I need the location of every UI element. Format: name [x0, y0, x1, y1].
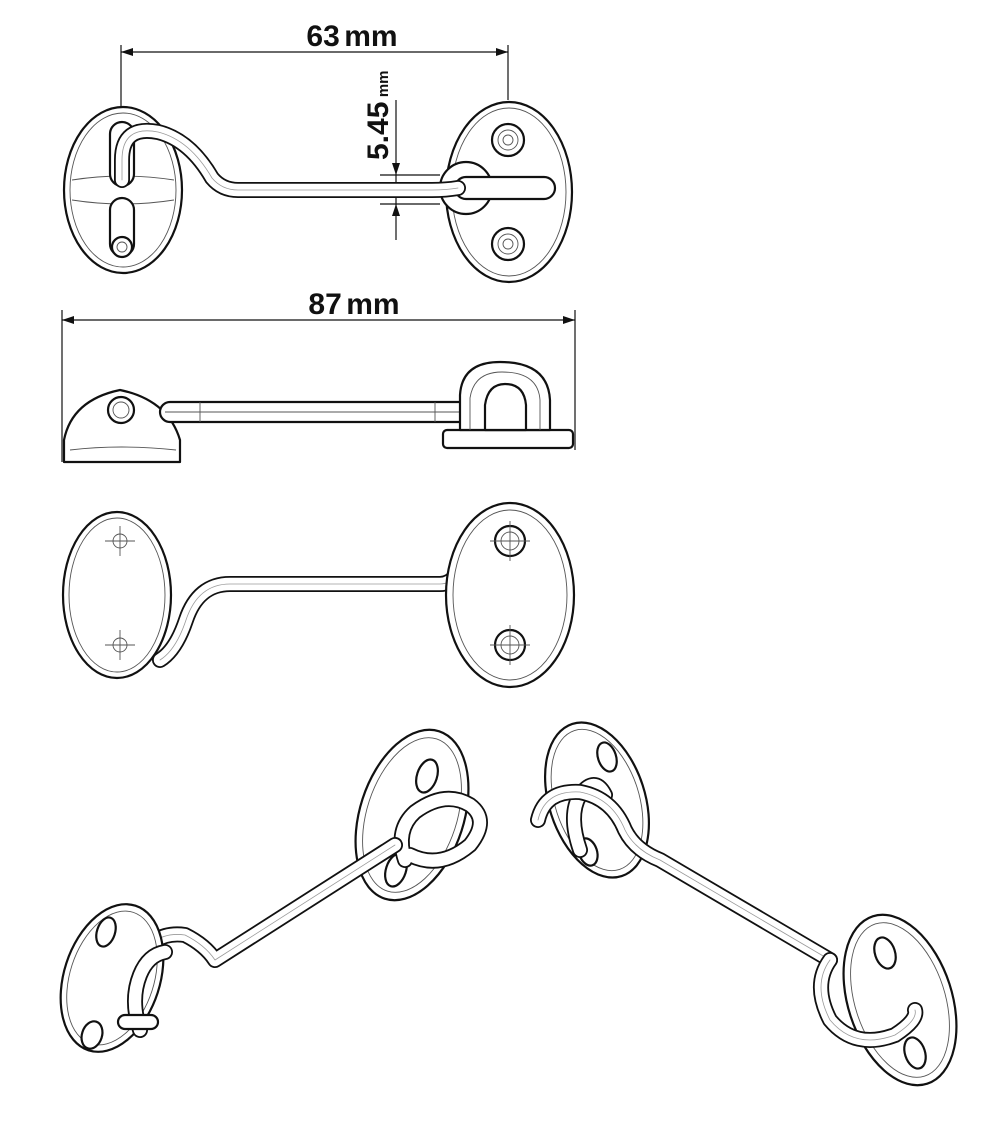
front-view [61, 501, 576, 689]
side-staple [441, 360, 575, 450]
dimension-value-63: 63 [306, 20, 339, 53]
screw-hole-icon [105, 630, 135, 660]
side-view: 87 mm [61, 288, 576, 464]
iso-right-rod [530, 783, 838, 968]
dimension-87mm: 87 mm [61, 288, 576, 462]
dimension-5-45mm: 5.45 mm [362, 70, 440, 240]
dimension-value-87: 87 [308, 288, 341, 321]
top-hook-rod [114, 122, 466, 198]
isometric-left-view [59, 728, 488, 1053]
iso-left-eye-plate [59, 903, 173, 1053]
dimension-value-5-45: 5.45 [362, 102, 395, 160]
svg-text:63 mm: 63 mm [306, 20, 397, 53]
iso-right-staple-plate [813, 913, 958, 1087]
dimension-63mm: 63 mm [120, 20, 509, 108]
dimension-unit-5-45: mm [375, 70, 392, 97]
screw-hole-icon [490, 122, 526, 158]
dimension-unit-87: mm [346, 288, 399, 321]
top-view: 63 mm 5.45 mm [62, 20, 574, 284]
iso-left-rod [127, 837, 403, 976]
isometric-right-view [530, 721, 958, 1087]
screw-hole-icon [490, 521, 530, 561]
front-rod [152, 567, 464, 668]
iso-left-staple-plate [354, 728, 488, 902]
front-right-plate [444, 501, 576, 689]
side-eye-plate [62, 388, 182, 464]
side-rod [158, 400, 502, 424]
svg-text:87 mm: 87 mm [308, 288, 399, 321]
screw-hole-icon [490, 226, 526, 262]
svg-text:5.45 mm: 5.45 mm [362, 70, 395, 160]
front-left-plate [61, 510, 173, 680]
screw-hole-icon [105, 526, 135, 556]
dimension-unit-63: mm [344, 20, 397, 53]
screw-hole-icon [490, 625, 530, 665]
